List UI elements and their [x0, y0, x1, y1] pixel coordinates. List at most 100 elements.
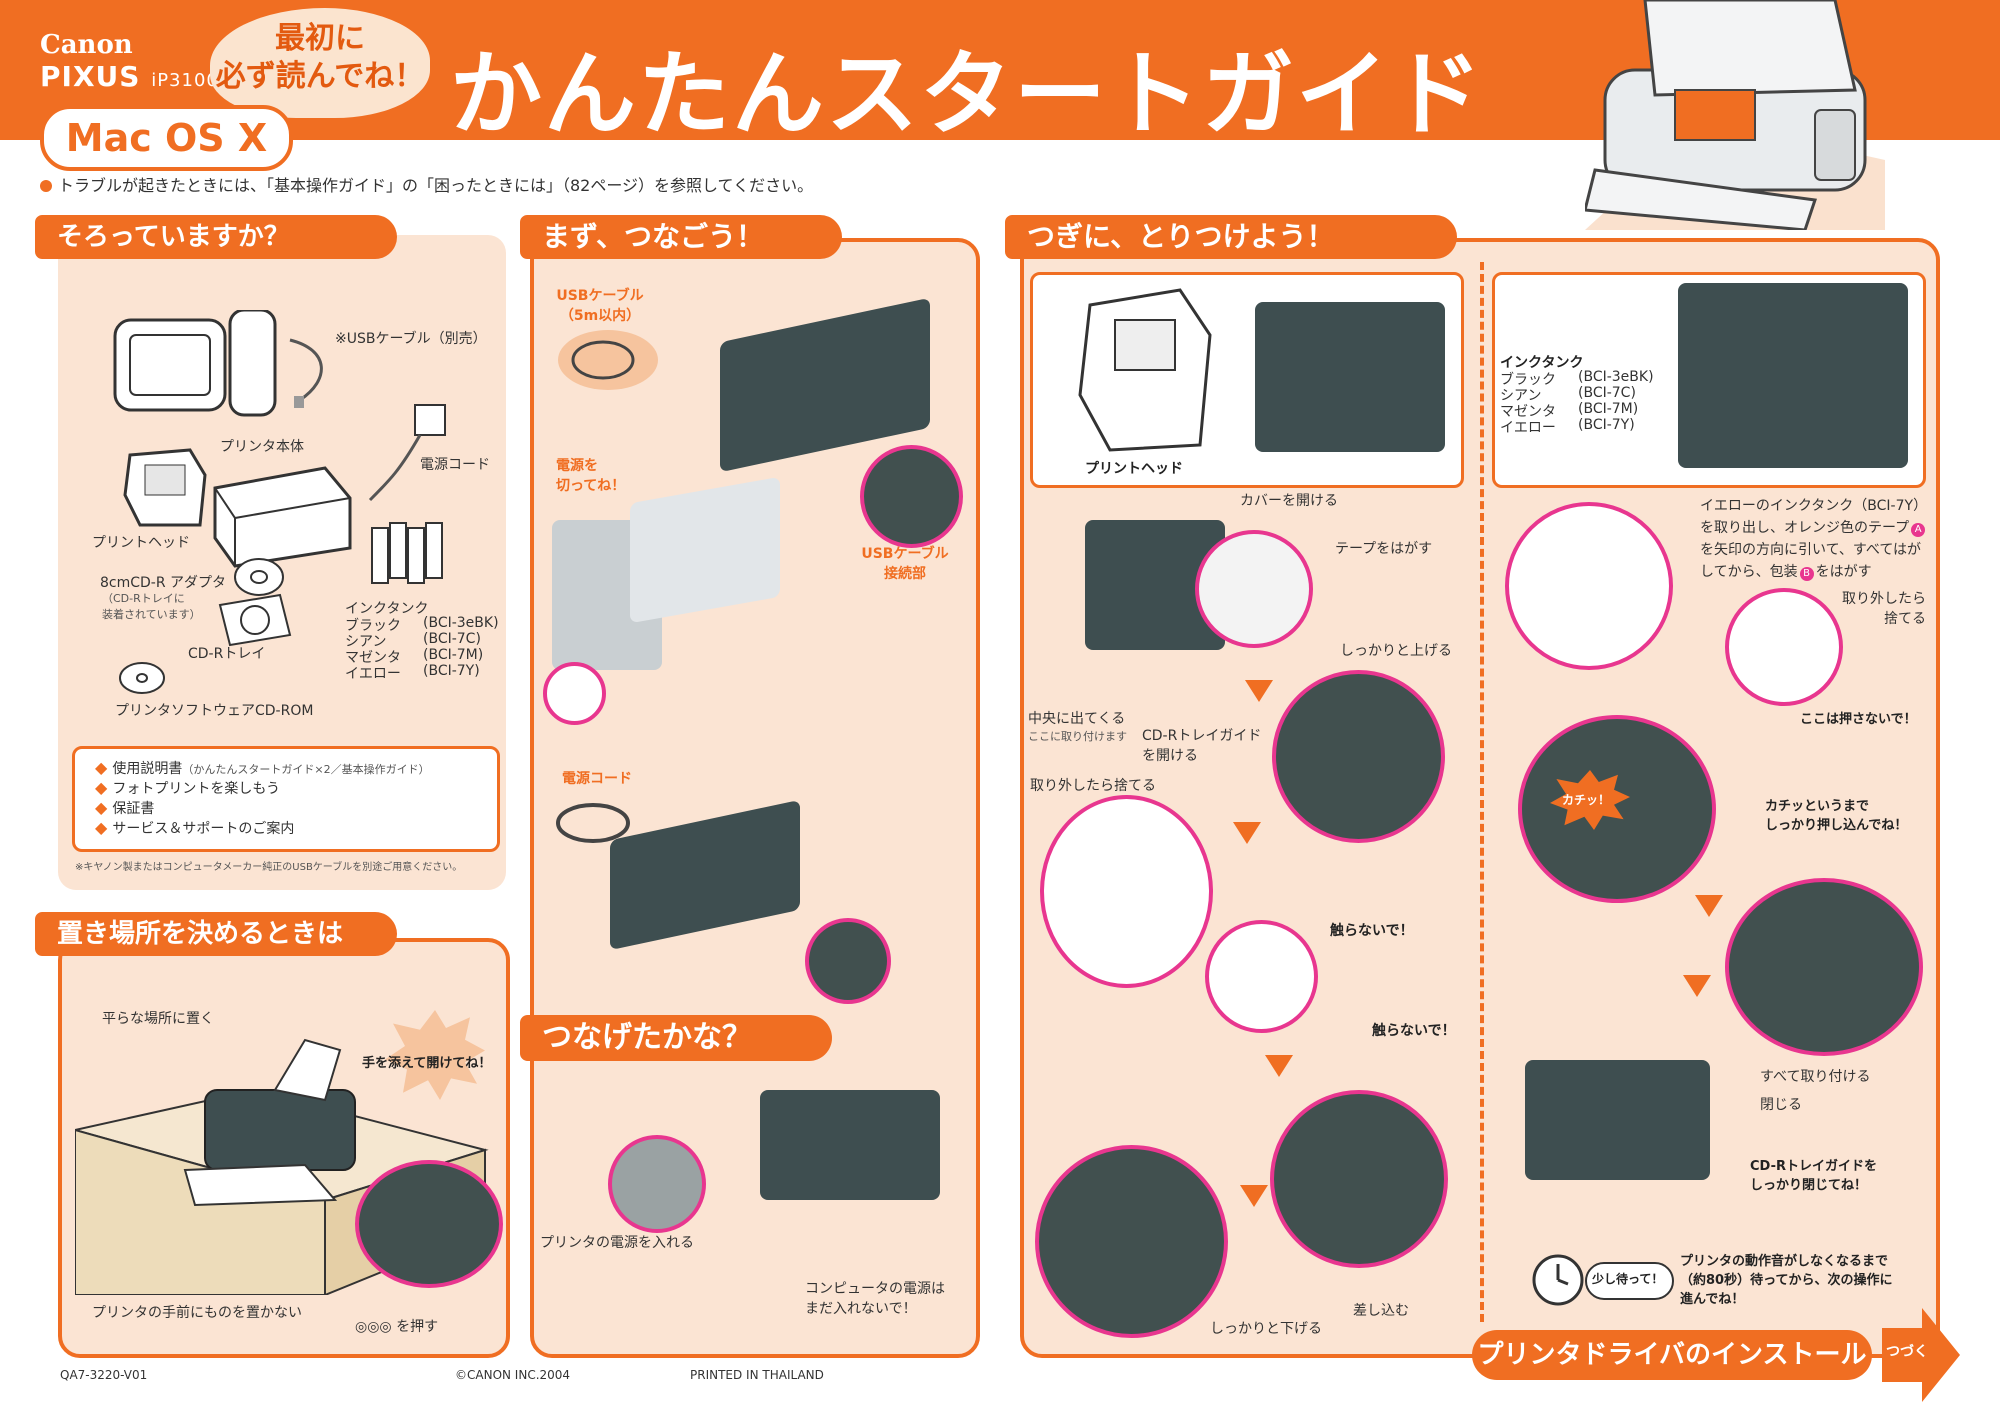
product-logo: PIXUS iP3100 — [40, 60, 219, 93]
adapter-illustration — [234, 558, 284, 596]
wait-label: 少し待って！ — [1592, 1272, 1664, 1286]
cd-tray-label: CD-Rトレイ — [188, 646, 266, 662]
read-first-text: 最初に 必ず読んでね！ — [215, 21, 425, 94]
power-cord-title: 電源コード — [562, 771, 632, 787]
lift-lever-zoom — [1272, 670, 1445, 843]
open-hint-label: 手を添えて開けてね！ — [362, 1056, 492, 1071]
printer-open-illustration — [1585, 0, 1885, 230]
contents-heading: そろっていますか？ — [35, 215, 397, 259]
no-touch-label-2: 触らないで！ — [1372, 1023, 1456, 1039]
column-divider — [1480, 262, 1484, 1322]
printed-in: PRINTED IN THAILAND — [690, 1368, 824, 1382]
step-arrow-icon — [1245, 680, 1273, 702]
usb-cable-title: USBケーブル （5m以内） — [556, 288, 644, 324]
model-name: iP3100 — [151, 70, 219, 91]
remove-tape-label: テープをはがす — [1335, 541, 1433, 557]
open-cover-label: カバーを開ける — [1240, 493, 1338, 509]
doc-label: 使用説明書 — [112, 761, 183, 777]
power-cord-illustration — [368, 404, 446, 502]
power-button-circle — [608, 1135, 706, 1233]
print-head-title: プリントヘッド — [1085, 461, 1183, 477]
step-arrow-icon — [1233, 822, 1261, 844]
check-heading: つなげたかな？ — [520, 1015, 832, 1061]
press-label: ◎◎◎ を押す — [355, 1319, 439, 1335]
print-head-label: プリントヘッド — [92, 535, 190, 551]
next-step-driver-install[interactable]: プリンタドライバのインストール — [1472, 1330, 1872, 1380]
ink-code: (BCI-7Y) — [423, 663, 480, 679]
close-guide-label: CD-Rトレイガイドを しっかり閉じてね！ — [1750, 1159, 1877, 1193]
trouble-notice: トラブルが起きたときには、「基本操作ガイド」の「困ったときには」（82ページ）を… — [40, 172, 813, 196]
copyright: ©CANON INC.2004 — [455, 1368, 571, 1382]
step-arrow-icon — [1265, 1055, 1293, 1077]
all-tanks-zoom — [1725, 878, 1923, 1056]
ink-code: (BCI-7C) — [423, 631, 481, 647]
documents-list: ◆ 使用説明書（かんたんスタートガイド×2／基本操作ガイド） ◆ フォトプリント… — [95, 758, 430, 838]
no-front-label: プリンタの手前にものを置かない — [92, 1305, 302, 1321]
click-in-zoom — [1518, 715, 1716, 903]
cdrom-illustration — [119, 662, 165, 694]
head-nozzle-zoom — [1205, 920, 1318, 1033]
ink-code: (BCI-7Y) — [1578, 417, 1635, 433]
desk-printer-illustration — [75, 1038, 489, 1295]
no-touch-label-1: 触らないで！ — [1330, 923, 1414, 939]
computer-port-zoom — [543, 662, 606, 725]
lower-lever-zoom — [1035, 1145, 1228, 1338]
printer-body-illustration — [213, 466, 352, 568]
doc-code: QA7-3220-V01 — [60, 1368, 148, 1382]
ink-name: マゼンタ — [345, 650, 401, 666]
continue-arrow-icon[interactable] — [1882, 1308, 1962, 1403]
discard-label: 取り外したら捨てる — [1030, 778, 1156, 794]
ink-code: (BCI-3eBK) — [423, 615, 499, 631]
ink-name: マゼンタ — [1500, 404, 1556, 420]
doc-note: （かんたんスタートガイド×2／基本操作ガイド） — [182, 763, 430, 776]
doc-label: サービス＆サポートのご案内 — [112, 821, 295, 837]
page-title: かんたんスタートガイド — [450, 41, 1485, 148]
ink-code: (BCI-7C) — [1578, 385, 1636, 401]
insert-head-zoom — [1270, 1090, 1448, 1268]
closed-printer-illustration — [1525, 1060, 1710, 1180]
ink-list: ブラック(BCI-3eBK) シアン(BCI-7C) マゼンタ(BCI-7M) … — [345, 615, 499, 682]
bullet-icon — [40, 180, 52, 192]
ink-name: イエロー — [345, 666, 401, 682]
step-arrow-icon — [1683, 975, 1711, 997]
click-label: カチッ！ — [1562, 793, 1611, 807]
ink-code: (BCI-7M) — [423, 647, 484, 663]
diamond-icon: ◆ — [95, 818, 108, 837]
os-badge: Mac OS X — [40, 105, 293, 171]
doc-label: 保証書 — [112, 801, 155, 817]
cd-guide-label: CD-Rトレイガイド を開ける — [1142, 728, 1262, 764]
print-head-large-illustration — [1078, 288, 1212, 452]
close-label: 閉じる — [1760, 1097, 1802, 1113]
lower-label: しっかりと下げる — [1210, 1321, 1322, 1337]
diamond-icon: ◆ — [95, 758, 108, 777]
power-button-zoom — [355, 1160, 503, 1288]
usb-port-label: USBケーブル 接続部 — [861, 546, 949, 582]
usb-cable-coil — [558, 330, 658, 390]
power-cord-coil — [556, 803, 630, 843]
step-arrow-icon — [1240, 1185, 1268, 1207]
connect-heading: まず、つなごう！ — [520, 215, 842, 259]
discard2-label: 取り外したら 捨てる — [1842, 591, 1926, 627]
install-heading: つぎに、とりつけよう！ — [1005, 215, 1457, 259]
doc-label: フォトプリントを楽しもう — [112, 781, 280, 797]
mark-a-icon: A — [1911, 523, 1926, 537]
ink-name: ブラック — [345, 618, 401, 634]
ink-name: イエロー — [1500, 420, 1556, 436]
placement-heading: 置き場所を決めるときは — [35, 912, 397, 956]
product-name: PIXUS — [40, 60, 141, 93]
tape-zoom — [1195, 530, 1313, 648]
ink-install-list: ブラック(BCI-3eBK) シアン(BCI-7C) マゼンタ(BCI-7M) … — [1500, 369, 1654, 436]
tape-peel-zoom — [1725, 588, 1843, 706]
continue-label[interactable]: つづく — [1886, 1344, 1928, 1360]
power-on-label: プリンタの電源を入れる — [540, 1235, 694, 1251]
ink-tanks-illustration — [371, 522, 443, 584]
pc-note: コンピュータの電源は まだ入れないで！ — [805, 1281, 945, 1317]
adapter-label: 8cmCD-R アダプタ — [100, 575, 227, 591]
printer-front-illustration — [760, 1090, 940, 1200]
ink-code: (BCI-3eBK) — [1578, 369, 1654, 385]
printer-box-illustration — [113, 310, 277, 417]
usb-footnote: ※キヤノン製またはコンピュータメーカー純正のUSBケーブルを別途ご用意ください。 — [75, 862, 463, 873]
ink-tank-label: インクタンク — [345, 601, 429, 617]
button-icons: ◎◎◎ — [355, 1319, 392, 1335]
usb-cable-label: ※USBケーブル（別売） — [335, 331, 487, 347]
